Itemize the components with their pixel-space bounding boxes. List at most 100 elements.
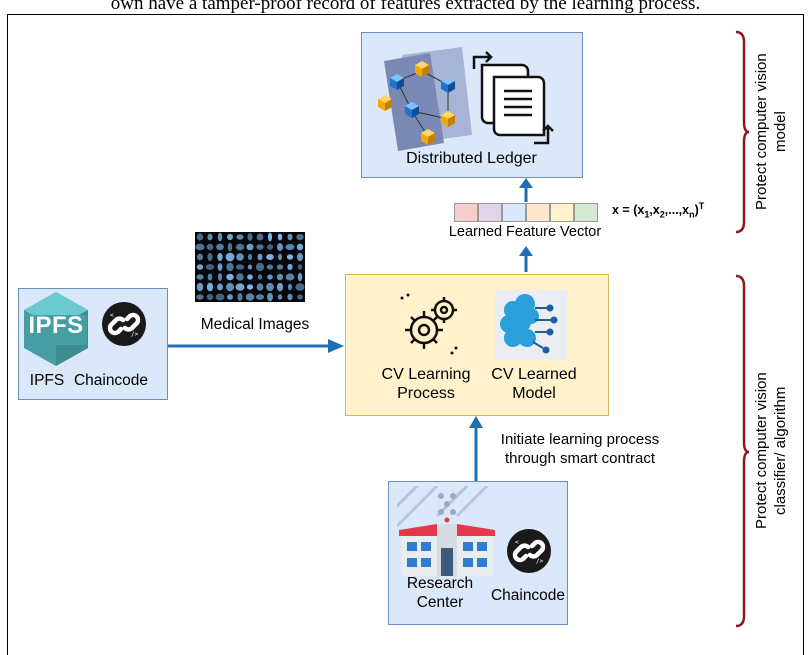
feature-vector-formula: x = (x1,x2,...,xn)T <box>612 201 705 220</box>
xray-thumb <box>278 253 282 261</box>
xray-thumb <box>267 232 273 242</box>
chaincode-link-icon: < /> <box>102 302 146 346</box>
svg-text:<: < <box>110 312 114 319</box>
xray-thumb <box>257 253 263 261</box>
distributed-ledger-label: Distributed Ledger <box>406 150 537 167</box>
research-center-box: < /> Research Center Chaincode <box>388 481 568 625</box>
research-line1: Research <box>406 575 474 592</box>
initiate-label: Initiate learning process through smart … <box>480 430 680 468</box>
medical-images-label: Medical Images <box>200 316 310 333</box>
bracket-bottom <box>735 274 750 628</box>
feature-vector-label: Learned Feature Vector <box>448 224 602 240</box>
research-chaincode-link-icon: < /> <box>507 529 551 573</box>
research-chaincode-label: Chaincode <box>490 587 566 604</box>
feature-vector-cell <box>502 203 526 222</box>
xray-thumb <box>277 243 283 251</box>
xray-thumb <box>285 273 295 281</box>
xray-thumb <box>206 293 214 301</box>
bracket-top-line1: Protect computer vision <box>753 53 770 211</box>
xray-thumb <box>196 264 204 270</box>
xray-thumb <box>235 243 245 251</box>
xray-thumb <box>285 243 295 251</box>
research-line2: Center <box>416 594 464 611</box>
bracket-bottom-line2: classifier/ algorithm <box>772 386 789 516</box>
xray-thumb <box>287 293 293 301</box>
xray-thumb <box>296 243 304 251</box>
xray-thumb <box>257 274 263 280</box>
caption-text: own have a tamper-proof record of featur… <box>110 0 701 14</box>
xray-thumb <box>267 274 273 280</box>
xray-thumb <box>235 283 245 291</box>
xray-thumb <box>226 273 234 281</box>
xray-thumb <box>287 263 293 271</box>
xray-thumb <box>295 283 305 291</box>
arrow-cv-to-vector <box>519 246 533 272</box>
xray-thumb <box>216 243 224 251</box>
cv-model-label: CV Learned Model <box>474 365 594 403</box>
xray-thumb <box>196 233 204 241</box>
feature-vector-cell <box>550 203 574 222</box>
xray-thumb <box>237 293 243 301</box>
xray-thumb <box>246 243 254 251</box>
xray-thumb <box>226 282 234 292</box>
xray-thumb <box>286 254 294 260</box>
xray-thumb <box>296 233 304 241</box>
svg-text:<: < <box>515 539 519 546</box>
xray-thumb <box>206 243 214 251</box>
xray-thumb <box>227 294 233 300</box>
ipfs-label: IPFS <box>29 372 65 389</box>
xray-thumb <box>236 234 244 240</box>
xray-thumb <box>255 262 265 272</box>
cv-learning-box: CV Learning Process CV Learned Model <box>345 274 609 416</box>
bracket-top <box>735 30 750 234</box>
xray-thumb <box>217 232 223 242</box>
bracket-bottom-label: Protect computer vision classifier/ algo… <box>752 276 792 626</box>
cv-process-line2: Process <box>397 385 455 402</box>
brain-network-icon <box>495 290 567 360</box>
gears-icon <box>400 293 458 355</box>
bracket-bottom-line1: Protect computer vision <box>753 372 770 530</box>
xray-thumb <box>196 274 204 280</box>
bracket-top-line2: model <box>772 111 789 153</box>
xray-thumb <box>297 272 303 282</box>
xray-thumb <box>267 292 273 302</box>
figure-frame <box>7 14 804 655</box>
xray-thumb <box>227 242 233 252</box>
xray-thumb <box>296 252 304 262</box>
xray-thumb <box>297 264 303 270</box>
xray-thumb <box>247 233 253 241</box>
xray-thumb <box>266 244 274 250</box>
feature-vector-cell <box>454 203 478 222</box>
xray-thumb <box>217 253 223 261</box>
cube-group <box>378 61 455 145</box>
formula-suffix: ) <box>694 203 699 218</box>
xray-thumb <box>245 293 255 301</box>
xray-thumb <box>246 284 254 290</box>
xray-thumb <box>225 252 235 262</box>
xray-thumb <box>196 282 204 292</box>
arrow-research-to-cv <box>469 416 483 482</box>
arrow-vector-to-ledger <box>519 178 533 202</box>
xray-thumb <box>196 253 204 261</box>
xray-thumb <box>297 294 303 300</box>
formula-prefix: x = (x <box>612 203 645 218</box>
xray-thumb <box>277 294 283 300</box>
xray-thumb <box>205 264 215 270</box>
feature-vector-cell <box>526 203 550 222</box>
research-center-label: Research Center <box>395 574 485 612</box>
initiate-line1: Initiate learning process <box>500 431 660 448</box>
xray-thumb <box>287 233 293 241</box>
xray-thumb <box>276 264 284 270</box>
xray-thumb <box>236 273 244 281</box>
xray-thumb <box>276 273 284 281</box>
ipfs-chaincode-label: Chaincode <box>73 372 149 389</box>
ipfs-chaincode-box: IPFS < /> IPFS Chaincode <box>18 288 168 400</box>
arrow-ipfs-to-cv <box>168 339 344 353</box>
ipfs-logo-icon <box>24 292 88 366</box>
initiate-line2: through smart contract <box>504 450 656 467</box>
xray-thumb <box>206 282 214 292</box>
xray-thumb <box>266 264 274 270</box>
xray-thumb <box>287 283 293 291</box>
cv-process-label: CV Learning Process <box>366 365 486 403</box>
cv-model-line2: Model <box>512 385 556 402</box>
